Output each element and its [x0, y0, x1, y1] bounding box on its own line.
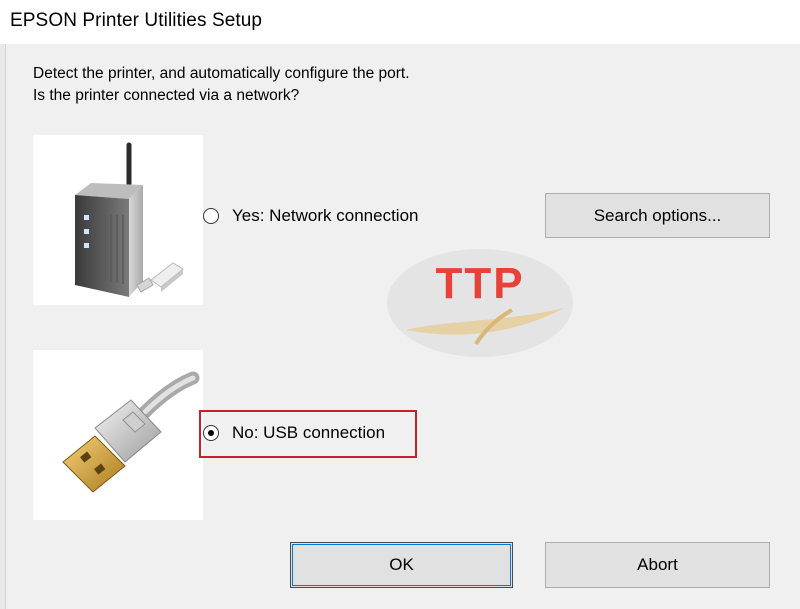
abort-button[interactable]: Abort — [545, 542, 770, 588]
usb-plug-icon — [62, 371, 200, 493]
usb-connection-option[interactable]: No: USB connection — [203, 423, 385, 443]
window-left-edge — [0, 44, 6, 609]
usb-image-panel — [33, 350, 203, 520]
network-image-panel — [33, 135, 203, 305]
usb-option-highlight — [199, 410, 417, 458]
window-title: EPSON Printer Utilities Setup — [10, 10, 263, 31]
prompt-text: Detect the printer, and automatically co… — [33, 63, 410, 107]
network-connection-option[interactable]: Yes: Network connection — [203, 206, 418, 226]
ttp-watermark-logo: TTP — [387, 249, 573, 357]
ok-button[interactable]: OK — [290, 542, 513, 588]
usb-option-label[interactable]: No: USB connection — [232, 423, 386, 442]
search-options-button[interactable]: Search options... — [545, 193, 770, 238]
wireless-router-icon — [75, 142, 184, 297]
network-radio[interactable] — [203, 208, 219, 224]
watermark-text: TTP — [435, 259, 524, 308]
prompt-line-2: Is the printer connected via a network? — [33, 87, 300, 104]
usb-radio[interactable] — [203, 425, 219, 441]
network-option-label[interactable]: Yes: Network connection — [232, 206, 419, 225]
prompt-line-1: Detect the printer, and automatically co… — [33, 65, 410, 82]
title-bar[interactable]: EPSON Printer Utilities Setup — [0, 0, 800, 44]
